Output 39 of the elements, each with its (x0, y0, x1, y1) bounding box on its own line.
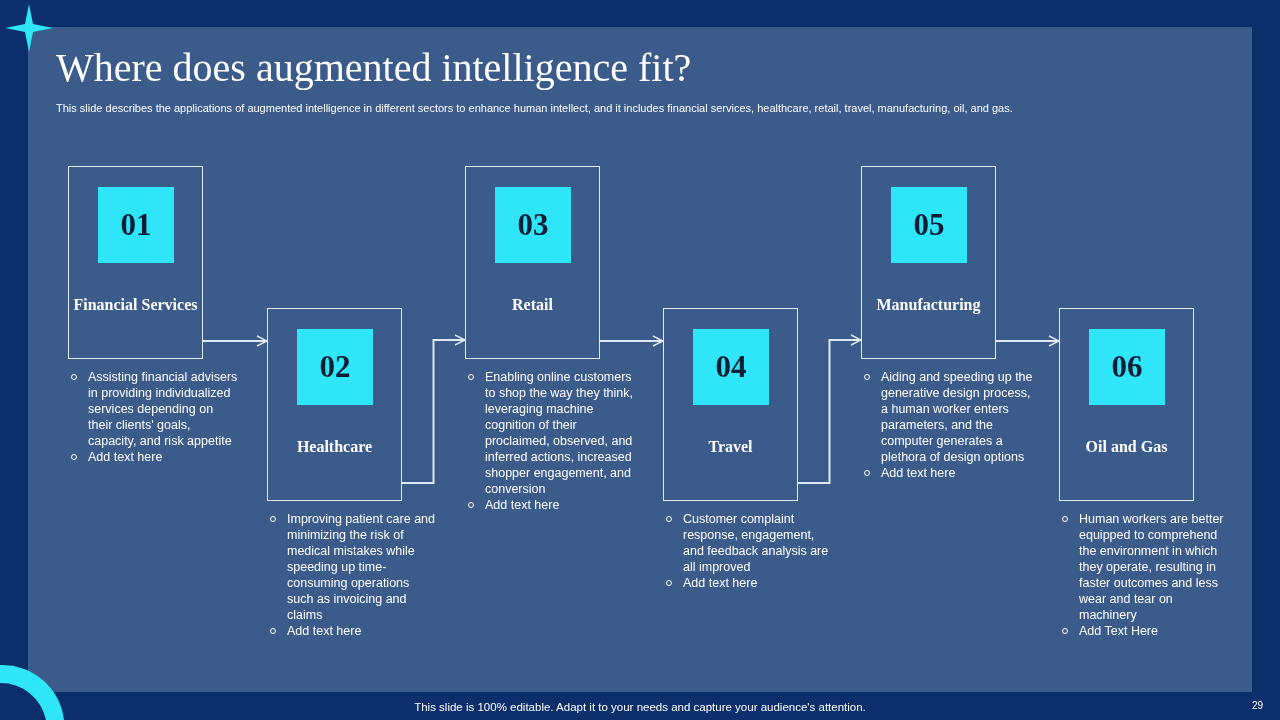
number-tile: 01 (98, 187, 174, 263)
bullet-text: Add Text Here (1079, 624, 1158, 638)
arrow (995, 335, 1060, 347)
number-tile: 05 (891, 187, 967, 263)
number-tile: 02 (297, 329, 373, 405)
sector-box (68, 166, 203, 359)
bullet-text: Customer complaint response, engagement, and feedback analysis are all improved (683, 512, 829, 574)
number-tile: 06 (1089, 329, 1165, 405)
bullet-text: Human workers are better equipped to comprehend the environment in which they operate, resulting in faster outcomes and less wear and tear on machinery (1079, 512, 1224, 622)
page-number: 29 (1252, 700, 1264, 711)
arrow (202, 335, 268, 347)
sector-box (1059, 308, 1194, 501)
number-tile: 03 (495, 187, 571, 263)
sector-box (861, 166, 996, 359)
sector-title: Retail (512, 295, 553, 315)
sector-box (663, 308, 798, 501)
footer-note: This slide is 100% editable. Adapt it to your needs and capture your audience's attention. (414, 701, 866, 713)
sector-box (267, 308, 402, 501)
bullet-text: Add text here (485, 498, 560, 512)
sector-title: Healthcare (296, 437, 373, 457)
arrow (401, 334, 466, 484)
bullet-text: Assisting financial advisers in providing individualized services depending on their clients' goals, capacity, and risk appetite (88, 370, 238, 448)
arrow (599, 335, 664, 347)
sector-title: Manufacturing (876, 295, 981, 315)
sector-title: Travel (708, 437, 753, 457)
bullet-text: Add text here (683, 576, 758, 590)
arrow (797, 334, 862, 484)
sector-box (465, 166, 600, 359)
sector-title: Financial Services (73, 295, 198, 315)
bullet-text: Add text here (287, 624, 362, 638)
number-tile: 04 (693, 329, 769, 405)
sector-title: Oil and Gas (1085, 437, 1168, 457)
bullet-text: Add text here (88, 450, 163, 464)
bullet-text: Improving patient care and minimizing the risk of medical mistakes while speeding up time-consuming operations such as invoicing and claims (287, 512, 435, 622)
bullet-text: Aiding and speeding up the generative design process, a human worker enters parameters, and the computer generates a plethora of design options (881, 370, 1033, 464)
bullet-text: Add text here (881, 466, 956, 480)
description-text: This slide describes the applications of augmented intelligence in different sectors to enhance human intellect, and it includes financial services, healthcare, retail, travel, manufacturing, oil, and gas. (56, 102, 1013, 114)
bullet-text: Enabling online customers to shop the way they think, leveraging machine cognition of their proclaimed, observed, and inferred actions, increased shopper engagement, and conversion (485, 370, 633, 496)
slide-title: Where does augmented intelligence fit? (56, 44, 692, 91)
